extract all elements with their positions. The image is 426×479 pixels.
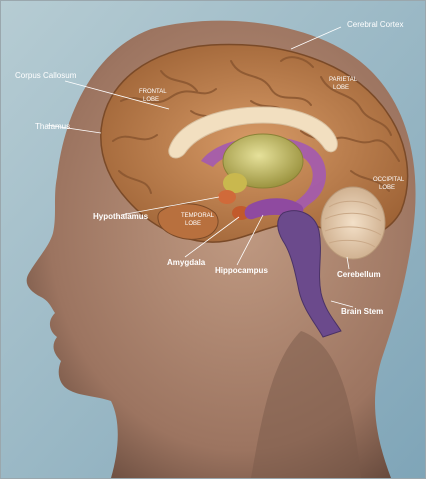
label-temporal-lobe-line1: TEMPORAL — [181, 213, 215, 219]
label-thalamus: Thalamus — [35, 122, 70, 131]
label-cerebellum: Cerebellum — [337, 270, 381, 279]
label-frontal-lobe-line1: FRONTAL — [139, 89, 167, 95]
label-parietal-lobe-line1: PARIETAL — [329, 77, 358, 83]
thalamus-small — [223, 173, 247, 193]
label-frontal-lobe-line2: LOBE — [143, 97, 159, 103]
label-amygdala: Amygdala — [167, 258, 206, 267]
label-cerebral-cortex: Cerebral Cortex — [347, 20, 403, 29]
label-corpus-callosum: Corpus Callosum — [15, 71, 77, 80]
label-occipital-lobe-line2: LOBE — [379, 185, 395, 191]
label-brain-stem: Brain Stem — [341, 307, 383, 316]
label-hypothalamus: Hypothalamus — [93, 212, 149, 221]
label-hippocampus: Hippocampus — [215, 266, 268, 275]
label-parietal-lobe-line2: LOBE — [333, 85, 349, 91]
cerebellum — [321, 187, 385, 259]
hypothalamus — [218, 190, 236, 204]
label-temporal-lobe-line2: LOBE — [185, 221, 201, 227]
label-occipital-lobe-line1: OCCIPITAL — [373, 177, 405, 183]
